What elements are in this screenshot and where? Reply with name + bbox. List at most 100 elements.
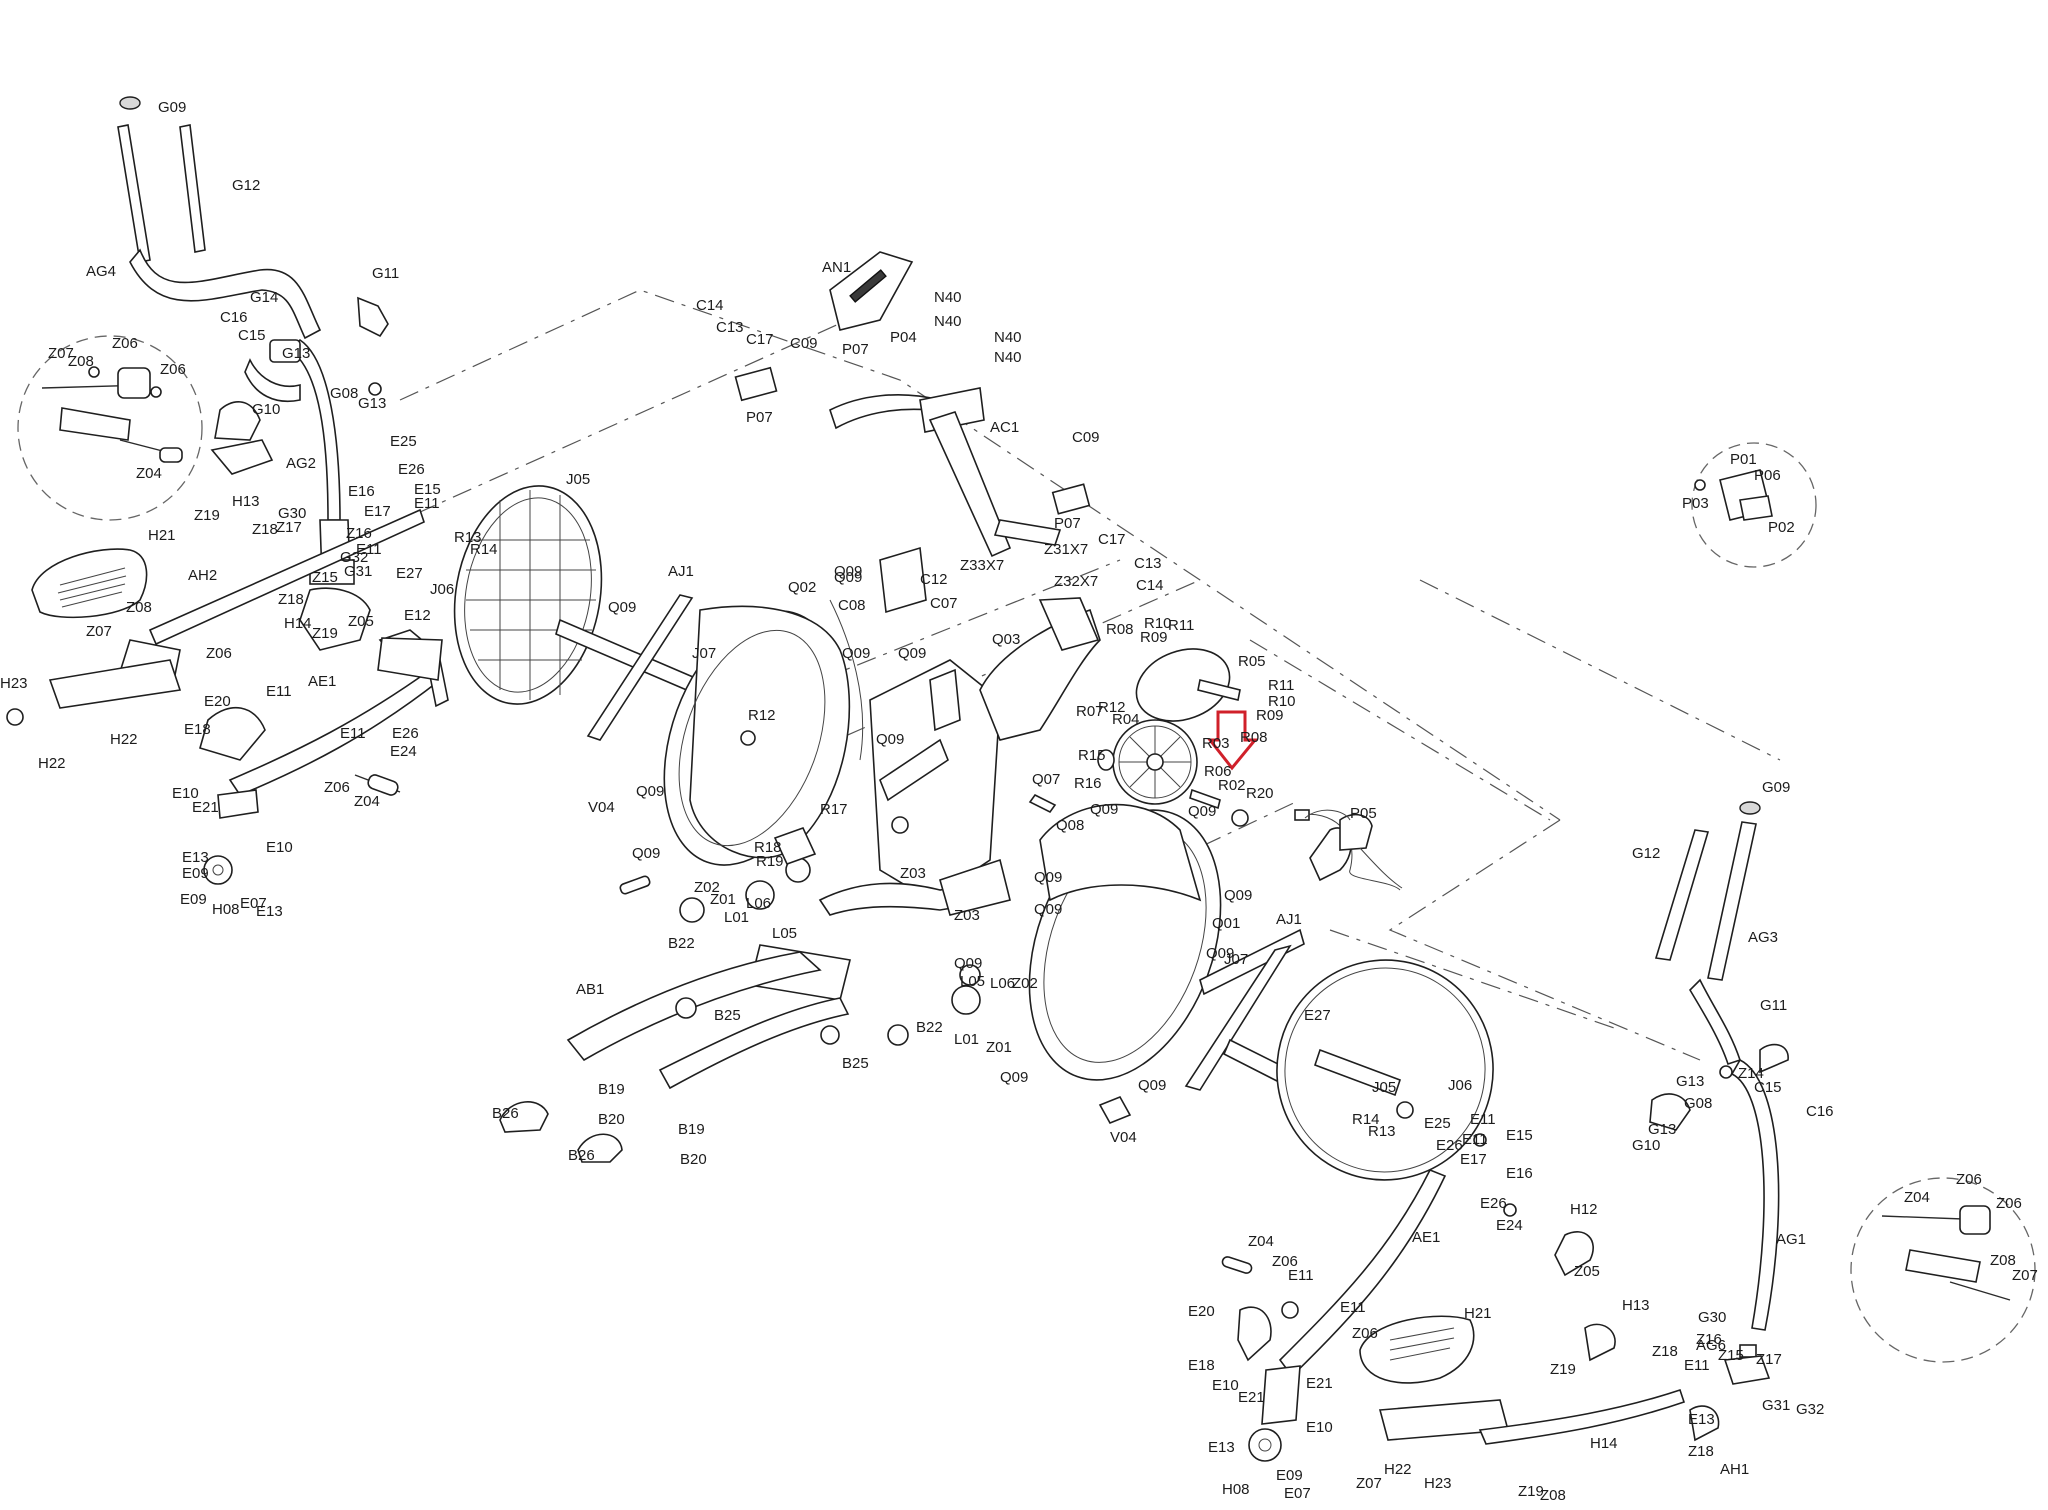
detail-circle-left-pedal-pivot xyxy=(17,335,203,521)
part-label: C13 xyxy=(1134,555,1162,572)
part-label: Z18 xyxy=(278,591,304,608)
part-label: H08 xyxy=(212,901,240,918)
part-label: E27 xyxy=(396,565,423,582)
part-label: Q08 xyxy=(1056,817,1084,834)
part-label: E24 xyxy=(390,743,417,760)
part-label: E11 xyxy=(1684,1357,1710,1374)
part-label: Q02 xyxy=(788,579,816,596)
part-label: L06 xyxy=(746,895,771,912)
part-label: Z33X7 xyxy=(960,557,1004,574)
part-label: Z07 xyxy=(2012,1267,2038,1284)
part-label: Z16 xyxy=(346,525,372,542)
part-label: E07 xyxy=(1284,1485,1311,1502)
part-label: Z07 xyxy=(86,623,112,640)
part-label: Z16 xyxy=(1696,1331,1722,1348)
part-label: AG2 xyxy=(286,455,316,472)
part-label: Q09 xyxy=(842,645,870,662)
right-pedal-assembly xyxy=(1221,1133,1720,1462)
left-pivot-detail-parts xyxy=(41,366,183,463)
part-label: Q09 xyxy=(1034,869,1062,886)
part-label: B26 xyxy=(568,1147,595,1164)
part-label: Z06 xyxy=(324,779,350,796)
part-label: E11 xyxy=(340,725,366,742)
part-label: L01 xyxy=(724,909,749,926)
part-label: Z18 xyxy=(252,521,278,538)
part-label: Z31X7 xyxy=(1044,541,1088,558)
part-label: B25 xyxy=(842,1055,869,1072)
part-label: R03 xyxy=(1202,735,1230,752)
part-label: Z07 xyxy=(1356,1475,1382,1492)
part-label: Z04 xyxy=(1248,1233,1274,1250)
part-label: G08 xyxy=(1684,1095,1712,1112)
part-label: P07 xyxy=(1054,515,1081,532)
part-label: R18 xyxy=(754,839,782,856)
part-label: Z19 xyxy=(194,507,220,524)
part-label: C17 xyxy=(1098,531,1126,548)
part-label: Q01 xyxy=(1212,915,1240,932)
dashed-assembly-paths xyxy=(379,289,1781,1061)
part-label: G31 xyxy=(344,563,372,580)
highlight-arrow xyxy=(1206,710,1259,771)
part-label: G11 xyxy=(1760,997,1787,1014)
part-label: V04 xyxy=(1110,1129,1137,1146)
part-label: H23 xyxy=(0,675,28,692)
part-label: Z02 xyxy=(694,879,720,896)
part-label: R14 xyxy=(1352,1111,1380,1128)
sensor-detail-parts xyxy=(1694,469,1773,521)
part-label: AJ1 xyxy=(668,563,694,580)
part-label: E12 xyxy=(404,607,431,624)
part-label: V04 xyxy=(588,799,615,816)
part-label: Z01 xyxy=(710,891,736,908)
part-label: G32 xyxy=(340,549,368,566)
part-label: R12 xyxy=(748,707,776,724)
part-label: P05 xyxy=(1350,805,1377,822)
part-label: Z03 xyxy=(900,865,926,882)
part-label: H21 xyxy=(148,527,176,544)
part-label: Z06 xyxy=(1996,1195,2022,1212)
part-label: G14 xyxy=(250,289,278,306)
part-label: Q03 xyxy=(992,631,1020,648)
part-label: C09 xyxy=(790,335,818,352)
part-label: Q09 xyxy=(632,845,660,862)
part-label: E11 xyxy=(356,541,382,558)
part-label: P02 xyxy=(1768,519,1795,536)
part-label: N40 xyxy=(934,313,962,330)
part-label: J07 xyxy=(692,645,716,662)
part-label: R05 xyxy=(1238,653,1266,670)
part-label: G12 xyxy=(232,177,260,194)
part-label: Z06 xyxy=(206,645,232,662)
part-label: R06 xyxy=(1204,763,1232,780)
part-label: J06 xyxy=(1448,1077,1472,1094)
part-label: Z17 xyxy=(276,519,302,536)
part-label: H21 xyxy=(1464,1305,1492,1322)
part-label: AE1 xyxy=(1412,1229,1440,1246)
part-label: R02 xyxy=(1218,777,1246,794)
part-label: Q09 xyxy=(876,731,904,748)
part-label: R15 xyxy=(1078,747,1106,764)
part-label: C09 xyxy=(1072,429,1100,446)
part-label: G13 xyxy=(358,395,386,412)
part-label: E26 xyxy=(1480,1195,1507,1212)
part-label: R20 xyxy=(1246,785,1274,802)
part-label: E11 xyxy=(266,683,292,700)
part-label: C15 xyxy=(1754,1079,1782,1096)
part-label: C16 xyxy=(1806,1103,1834,1120)
part-label: Z32X7 xyxy=(1054,573,1098,590)
part-label: C14 xyxy=(1136,577,1164,594)
part-label: Z06 xyxy=(1352,1325,1378,1342)
part-label: E20 xyxy=(204,693,231,710)
part-label: E09 xyxy=(180,891,207,908)
part-label: Z04 xyxy=(136,465,162,482)
part-label: H22 xyxy=(38,755,66,772)
part-label: H14 xyxy=(1590,1435,1618,1452)
detail-circle-right-pedal-pivot xyxy=(1850,1177,2036,1363)
part-label: Q09 xyxy=(1138,1077,1166,1094)
part-label: P03 xyxy=(1682,495,1709,512)
part-label: C16 xyxy=(220,309,248,326)
power-adapter xyxy=(1304,809,1403,889)
part-label: AH1 xyxy=(1720,1461,1749,1478)
part-label: Q09 xyxy=(1090,801,1118,818)
part-label: C17 xyxy=(746,331,774,348)
part-label: E20 xyxy=(1188,1303,1215,1320)
